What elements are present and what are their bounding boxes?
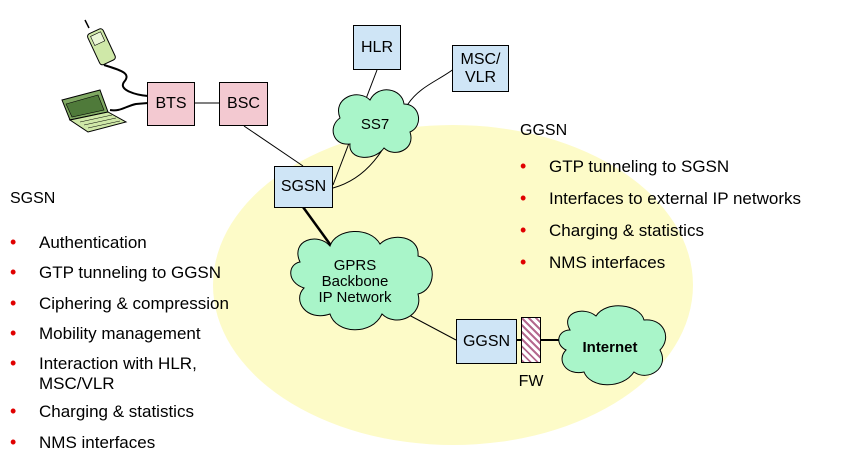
list-item: Ciphering & compression: [10, 293, 229, 324]
phone-cable: [103, 64, 149, 97]
list-item: Charging & statistics: [520, 220, 801, 253]
ggsn-panel-heading: GGSN: [520, 122, 568, 139]
hlr-box: HLR: [353, 25, 401, 70]
ggsn-feature-list: GTP tunneling to SGSN Interfaces to exte…: [520, 156, 801, 281]
list-item: Authentication: [10, 232, 229, 263]
internet-cloud: [558, 305, 666, 386]
bsc-label: BSC: [227, 95, 260, 112]
laptop-icon: [61, 89, 128, 133]
list-item: Mobility management: [10, 323, 229, 354]
ggsn-box: GGSN: [456, 319, 517, 364]
list-item: NMS interfaces: [520, 252, 801, 281]
internet-label: Internet: [582, 339, 638, 356]
list-item: GTP tunneling to SGSN: [520, 156, 801, 189]
msc-vlr-label: MSC/ VLR: [460, 50, 501, 86]
bsc-box: BSC: [219, 82, 268, 126]
list-item: Charging & statistics: [10, 401, 229, 433]
msc-vlr-box: MSC/ VLR: [452, 45, 509, 92]
list-item: Interfaces to external IP networks: [520, 188, 801, 221]
bts-label: BTS: [155, 95, 187, 112]
sgsn-feature-list: Authentication GTP tunneling to GGSN Cip…: [10, 232, 229, 459]
laptop-cable: [109, 102, 149, 112]
sgsn-panel-heading: SGSN: [10, 190, 56, 207]
mobile-phone-icon: [84, 19, 116, 66]
link-bsc-sgsn: [243, 125, 304, 167]
list-item: GTP tunneling to GGSN: [10, 262, 229, 294]
ss7-cloud: [332, 89, 419, 158]
sgsn-box: SGSN: [274, 166, 333, 208]
hlr-label: HLR: [360, 38, 393, 56]
fw-label: FW: [518, 373, 544, 390]
ggsn-label: GGSN: [462, 332, 511, 350]
sgsn-label: SGSN: [280, 178, 327, 195]
list-item: NMS interfaces: [10, 432, 229, 459]
list-item: Interaction with HLR, MSC/VLR: [10, 353, 229, 402]
ss7-label: SS7: [360, 116, 390, 133]
firewall-block: [521, 317, 541, 363]
gprs-backbone-cloud: [290, 231, 433, 331]
backbone-label: GPRS Backbone IP Network: [318, 257, 392, 306]
bts-box: BTS: [147, 82, 195, 126]
